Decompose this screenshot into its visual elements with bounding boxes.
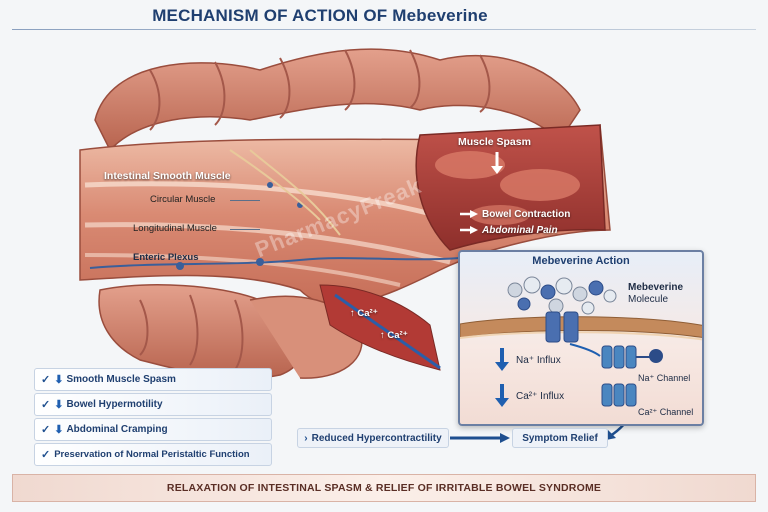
effect-item: ✓ Preservation of Normal Peristaltic Fun…: [34, 443, 272, 466]
down-arrow-icon: ⬇: [54, 424, 64, 436]
check-icon: ✓: [41, 449, 51, 461]
label-muscle-spasm: Muscle Spasm: [458, 136, 531, 148]
na-channel-label: Na⁺ Channel: [638, 373, 691, 383]
reduced-label: Reduced Hypercontractility: [311, 432, 442, 444]
molecule-graphic: [507, 276, 617, 315]
leader-circular: [230, 200, 260, 201]
panel-title: Mebeverine Action: [532, 255, 630, 267]
down-arrow-icon: ⬇: [54, 374, 64, 386]
label-calcium-2: ↑ Ca²⁺: [380, 330, 408, 341]
influx-arrows: [495, 343, 601, 407]
relief-label: Symptom Relief: [522, 432, 598, 444]
title-divider: [12, 29, 756, 30]
chevron-right-icon: ›: [304, 432, 308, 444]
check-icon: ✓: [41, 374, 51, 386]
cell-membrane: [460, 311, 702, 343]
label-abdominal-pain: Abdominal Pain: [482, 225, 558, 236]
molecule-label-1: Mebeverine: [628, 282, 684, 293]
na-channel-graphic: [601, 345, 663, 369]
molecule-label-2: Molecule: [628, 294, 669, 305]
preservation-label: Preservation of Normal Peristaltic Funct…: [54, 449, 250, 460]
effect-item: ✓ ⬇ Smooth Muscle Spasm: [34, 368, 272, 391]
upper-colon: [94, 48, 581, 152]
page-title: MECHANISM OF ACTION OF Mebeverine: [152, 6, 488, 25]
down-arrow-icon: ⬇: [54, 399, 64, 411]
label-longitudinal-muscle: Longitudinal Muscle: [133, 223, 217, 234]
effect-label: Abdominal Cramping: [66, 424, 168, 435]
leader-longitudinal: [230, 229, 260, 230]
calcium-2-text: Ca²⁺: [387, 330, 408, 341]
check-icon: ✓: [41, 424, 51, 436]
spasm-arrows: [460, 152, 503, 234]
reduced-hypercontractility-box: › Reduced Hypercontractility: [297, 428, 449, 448]
label-enteric-plexus: Enteric Plexus: [133, 252, 199, 263]
mebeverine-action-panel: Mebeverine Action: [458, 250, 704, 426]
spasm-region: [415, 124, 606, 251]
check-icon: ✓: [41, 399, 51, 411]
lower-intestine: [98, 284, 363, 380]
effect-label: Smooth Muscle Spasm: [66, 374, 176, 385]
footer-banner: RELAXATION OF INTESTINAL SPASM & RELIEF …: [12, 474, 756, 502]
symptom-relief-box: Symptom Relief: [512, 428, 608, 448]
ca-channel-graphic: [601, 383, 637, 407]
intestine-illustration: [79, 48, 642, 443]
na-influx-label: Na⁺ Influx: [516, 355, 561, 366]
ca-channel-label: Ca²⁺ Channel: [638, 407, 694, 417]
effect-item: ✓ ⬇ Abdominal Cramping: [34, 418, 272, 441]
ca-influx-label: Ca²⁺ Influx: [516, 391, 565, 402]
calcium-1-text: Ca²⁺: [357, 308, 378, 319]
label-bowel-contraction: Bowel Contraction: [482, 209, 571, 220]
calcium-zone: [319, 284, 441, 371]
label-intestinal-smooth-muscle: Intestinal Smooth Muscle: [104, 170, 231, 182]
effect-label: Bowel Hypermotility: [66, 399, 163, 410]
effect-item: ✓ ⬇ Bowel Hypermotility: [34, 393, 272, 416]
label-calcium-1: ↑ Ca²⁺: [350, 308, 378, 319]
panel-illustration: [460, 276, 702, 407]
label-circular-muscle: Circular Muscle: [150, 194, 216, 205]
effects-checklist: ✓ ⬇ Smooth Muscle Spasm ✓ ⬇ Bowel Hyperm…: [34, 368, 272, 468]
